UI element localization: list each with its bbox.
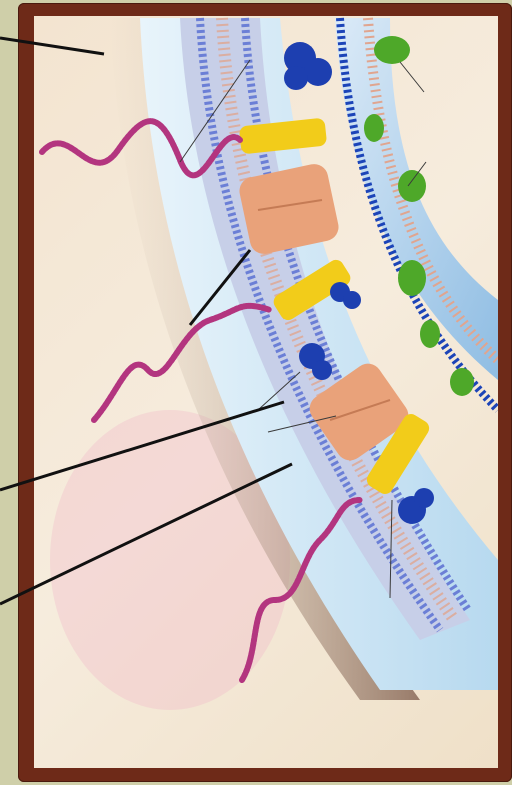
- leader-line-1: [0, 38, 104, 54]
- leader-line-2: [190, 250, 250, 325]
- leader-line-3: [0, 402, 284, 490]
- leader-line-4: [0, 464, 292, 604]
